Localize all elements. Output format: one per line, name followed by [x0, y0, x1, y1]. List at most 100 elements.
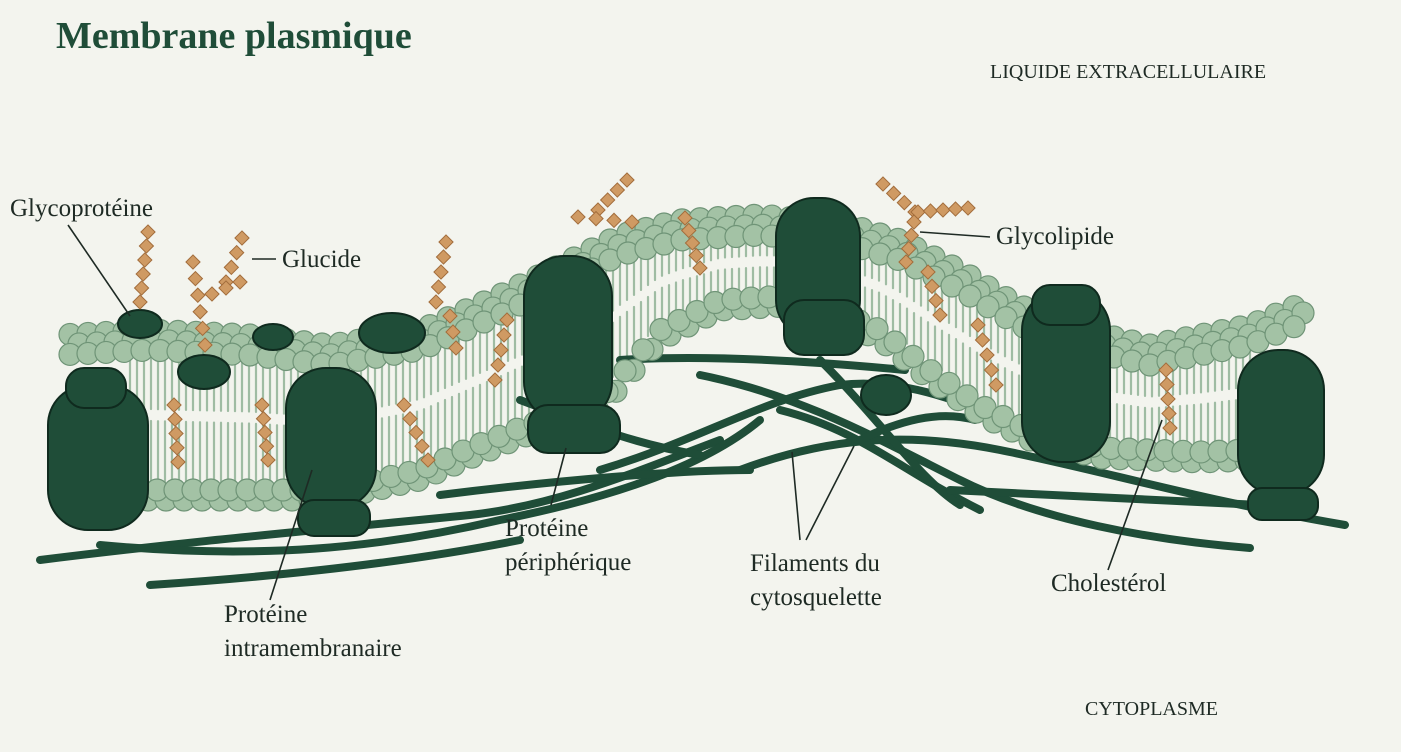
sugar-unit — [138, 238, 155, 254]
phospholipid-head — [937, 371, 961, 395]
sugar-unit — [896, 194, 913, 211]
sugar-unit — [396, 397, 412, 413]
sugar-unit — [197, 337, 213, 353]
sugar-unit — [442, 308, 458, 324]
sugar-unit — [445, 324, 461, 340]
sugar-unit — [428, 294, 444, 310]
sugar-unit — [260, 452, 276, 468]
sugar-unit — [922, 203, 939, 219]
phospholipid-head — [994, 306, 1018, 330]
integral-protein-label-line1: Protéine — [224, 601, 308, 628]
leader-line — [67, 224, 131, 317]
protein-subunit — [1237, 349, 1325, 496]
integral-protein-label: Protéine intramembranaire — [224, 598, 402, 666]
sugar-unit — [490, 357, 506, 373]
sugar-unit — [875, 176, 891, 192]
peripheral-protein-label-line1: Protéine — [505, 515, 589, 542]
sugar-unit — [185, 254, 201, 270]
sugar-unit — [900, 240, 917, 257]
protein-subunit — [523, 255, 613, 423]
phospholipid-head — [883, 330, 907, 354]
sugar-unit — [232, 274, 248, 290]
sugar-unit — [906, 214, 922, 230]
sugar-unit — [169, 439, 185, 456]
leader-line — [805, 445, 855, 541]
sugar-unit — [218, 280, 234, 296]
sugar-unit — [448, 340, 464, 356]
proteins-layer — [47, 197, 1325, 537]
phospholipid-head — [613, 359, 637, 383]
peripheral-protein-label: Protéine périphérique — [505, 512, 631, 580]
cholesterol-label: Cholestérol — [1051, 570, 1167, 597]
sugar-unit — [920, 264, 936, 280]
sugar-unit — [192, 304, 208, 320]
sugar-unit — [684, 235, 701, 251]
sugar-unit — [588, 210, 604, 227]
leader-line — [550, 447, 567, 506]
sugar-unit — [983, 362, 1000, 378]
phospholipid-head — [940, 274, 964, 298]
sugar-unit — [979, 347, 995, 363]
phospholipid-head — [901, 344, 925, 368]
cytoskeleton-filament — [616, 354, 909, 374]
sugar-unit — [137, 252, 153, 268]
cytoskeleton-filament — [856, 412, 979, 444]
sugar-unit — [257, 424, 273, 441]
protein-subunit — [65, 367, 127, 409]
sugar-unit — [435, 249, 452, 265]
protein-subunit — [527, 404, 621, 454]
sugar-unit — [133, 280, 150, 296]
phospholipid-head — [976, 295, 1000, 319]
phospholipid-head — [865, 317, 889, 341]
sugar-unit — [677, 210, 693, 226]
sugar-unit — [932, 307, 948, 323]
sugar-unit — [1161, 405, 1177, 422]
sugar-unit — [924, 278, 940, 295]
cytoskeleton-filaments-label: Filaments du cytosquelette — [750, 547, 882, 615]
cytoskeleton-filament — [696, 371, 1254, 552]
sugar-unit — [420, 452, 436, 468]
sugar-unit — [928, 292, 944, 309]
sugar-unit — [1159, 376, 1175, 393]
phospholipid-head — [919, 359, 943, 383]
peripheral-protein-label-line2: périphérique — [505, 549, 632, 576]
phospholipid-head — [955, 384, 979, 408]
sugar-unit — [947, 201, 964, 217]
leader-line — [1107, 419, 1163, 571]
sugar-unit — [688, 247, 705, 264]
sugar-unit — [414, 438, 430, 455]
sugar-unit — [499, 312, 515, 328]
sugar-unit — [228, 244, 245, 261]
leader-line — [919, 231, 991, 238]
page-title: Membrane plasmique — [56, 15, 412, 57]
sugar-unit — [168, 425, 184, 442]
sugar-unit — [190, 287, 206, 303]
sugar-unit — [140, 224, 156, 240]
sugar-unit — [1158, 362, 1174, 378]
cytoskeleton-filaments-label-line2: cytosquelette — [750, 584, 882, 611]
sugar-unit — [974, 332, 991, 348]
sugar-unit — [430, 279, 447, 295]
sugar-unit — [166, 397, 182, 413]
sugar-unit — [204, 286, 220, 302]
sugar-unit — [408, 424, 424, 441]
cytoskeleton-filament — [946, 486, 1264, 509]
sugar-unit — [402, 410, 418, 427]
protein-subunit — [177, 354, 231, 390]
sugar-unit — [132, 294, 148, 310]
glucide-label: Glucide — [282, 246, 362, 273]
glycolipid-label: Glycolipide — [996, 223, 1115, 250]
protein-subunit — [1031, 284, 1101, 326]
leader-line — [269, 469, 313, 601]
sugar-unit — [254, 397, 270, 413]
cytoskeleton-filament — [436, 466, 754, 499]
sugar-unit — [187, 270, 204, 287]
protein-subunit — [297, 499, 371, 537]
sugar-unit — [255, 410, 272, 427]
sugar-unit — [624, 214, 640, 230]
sugar-unit — [903, 227, 920, 244]
sugar-unit — [935, 202, 951, 218]
cytoskeleton-filaments-label-line1: Filaments du — [750, 550, 880, 577]
sugar-unit — [433, 264, 449, 280]
